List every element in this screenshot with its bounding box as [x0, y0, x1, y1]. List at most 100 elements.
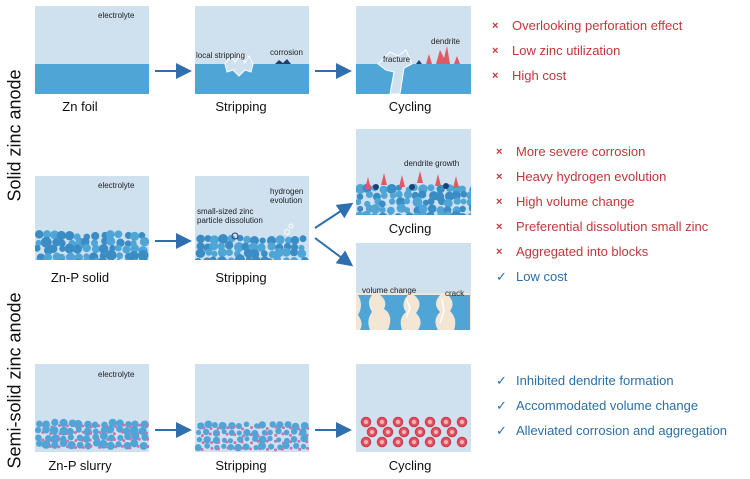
particle [204, 235, 212, 243]
particle [274, 448, 278, 452]
label-electrolyte-r2: electrolyte [98, 181, 135, 190]
particle [306, 426, 309, 430]
particle [235, 254, 245, 260]
particle [75, 258, 82, 260]
list-row3: ✓Inhibited dendrite formation ✓Accommoda… [496, 368, 727, 443]
particle [202, 428, 210, 436]
particle [130, 231, 140, 241]
particle [51, 441, 59, 449]
particle [453, 197, 461, 205]
panel-stripping-r1 [195, 6, 309, 94]
list-item: ×High cost [492, 63, 682, 88]
particle [202, 426, 206, 430]
zn-foil-drawing [35, 6, 149, 94]
list-item: ×High volume change [496, 189, 708, 214]
particle [36, 440, 43, 447]
particle [122, 423, 126, 427]
dendrite-mark [435, 174, 441, 186]
particle [73, 430, 77, 434]
list-item-text: More severe corrosion [516, 144, 646, 159]
particle [288, 426, 292, 430]
particle [92, 428, 99, 435]
particle [365, 190, 373, 199]
particle [258, 421, 266, 429]
particle [373, 184, 379, 190]
particle [209, 256, 217, 260]
particle [300, 443, 307, 450]
list-item: ✓Accommodated volume change [496, 393, 727, 418]
particle [243, 235, 252, 244]
dendrite-mark [399, 175, 405, 187]
particle [35, 239, 42, 247]
list-item-text: Alleviated corrosion and aggregation [516, 423, 728, 438]
particle [396, 203, 406, 213]
particle [105, 249, 117, 260]
particle [233, 242, 244, 252]
particle [131, 432, 140, 441]
dendrite-mark [417, 171, 423, 183]
caption-stripping-r2: Stripping [215, 270, 267, 285]
particle [370, 430, 374, 434]
particle [205, 248, 213, 256]
particle [89, 444, 93, 448]
panel-cycling-r1 [356, 6, 471, 94]
particle [379, 185, 388, 194]
particle [42, 230, 52, 239]
particle [290, 248, 298, 257]
particle [265, 439, 269, 443]
particle [100, 426, 108, 434]
caption-stripping-r1: Stripping [215, 99, 267, 114]
particle [221, 429, 227, 435]
particle [74, 253, 84, 260]
x-icon: × [496, 245, 503, 258]
particle [268, 250, 277, 259]
particle [305, 440, 309, 444]
particle [444, 440, 448, 444]
arrow-r2-down [314, 237, 354, 267]
arrow-r2-up [314, 202, 354, 229]
particle [250, 441, 254, 445]
particle [137, 437, 141, 441]
particle [59, 439, 68, 448]
particle [59, 245, 66, 252]
particle [281, 247, 291, 257]
particle [281, 432, 285, 436]
particle [216, 432, 220, 436]
particle [297, 427, 301, 431]
particle [451, 210, 461, 215]
caption-cycling-r2: Cycling [388, 221, 432, 236]
particle [236, 234, 244, 242]
particle [386, 430, 390, 434]
particle [380, 420, 384, 424]
particle [265, 447, 269, 451]
particle [275, 427, 282, 435]
particle [56, 230, 66, 241]
particle [89, 431, 93, 435]
particle [200, 434, 204, 438]
particle [211, 250, 218, 257]
cycling-r2-top-drawing [356, 129, 471, 215]
particle [235, 423, 243, 430]
particle [146, 444, 149, 448]
particle [269, 421, 276, 428]
particle [244, 436, 250, 442]
particle [405, 212, 414, 215]
particle [35, 258, 41, 260]
particle [52, 238, 61, 247]
particle [290, 428, 298, 435]
particle [275, 235, 285, 245]
particle [117, 434, 124, 442]
particle [460, 420, 464, 424]
particle [379, 206, 386, 214]
stripping-r3-drawing [195, 364, 309, 452]
particle [444, 191, 455, 201]
zn-p-solid-drawing [35, 176, 149, 260]
particle [41, 440, 51, 449]
label-crack: crack [445, 289, 465, 298]
particle [444, 420, 448, 424]
particle [290, 235, 300, 245]
list-item: ×Low zinc utilization [492, 38, 682, 63]
particle [427, 198, 435, 205]
particle [35, 426, 42, 434]
particle [195, 444, 202, 452]
